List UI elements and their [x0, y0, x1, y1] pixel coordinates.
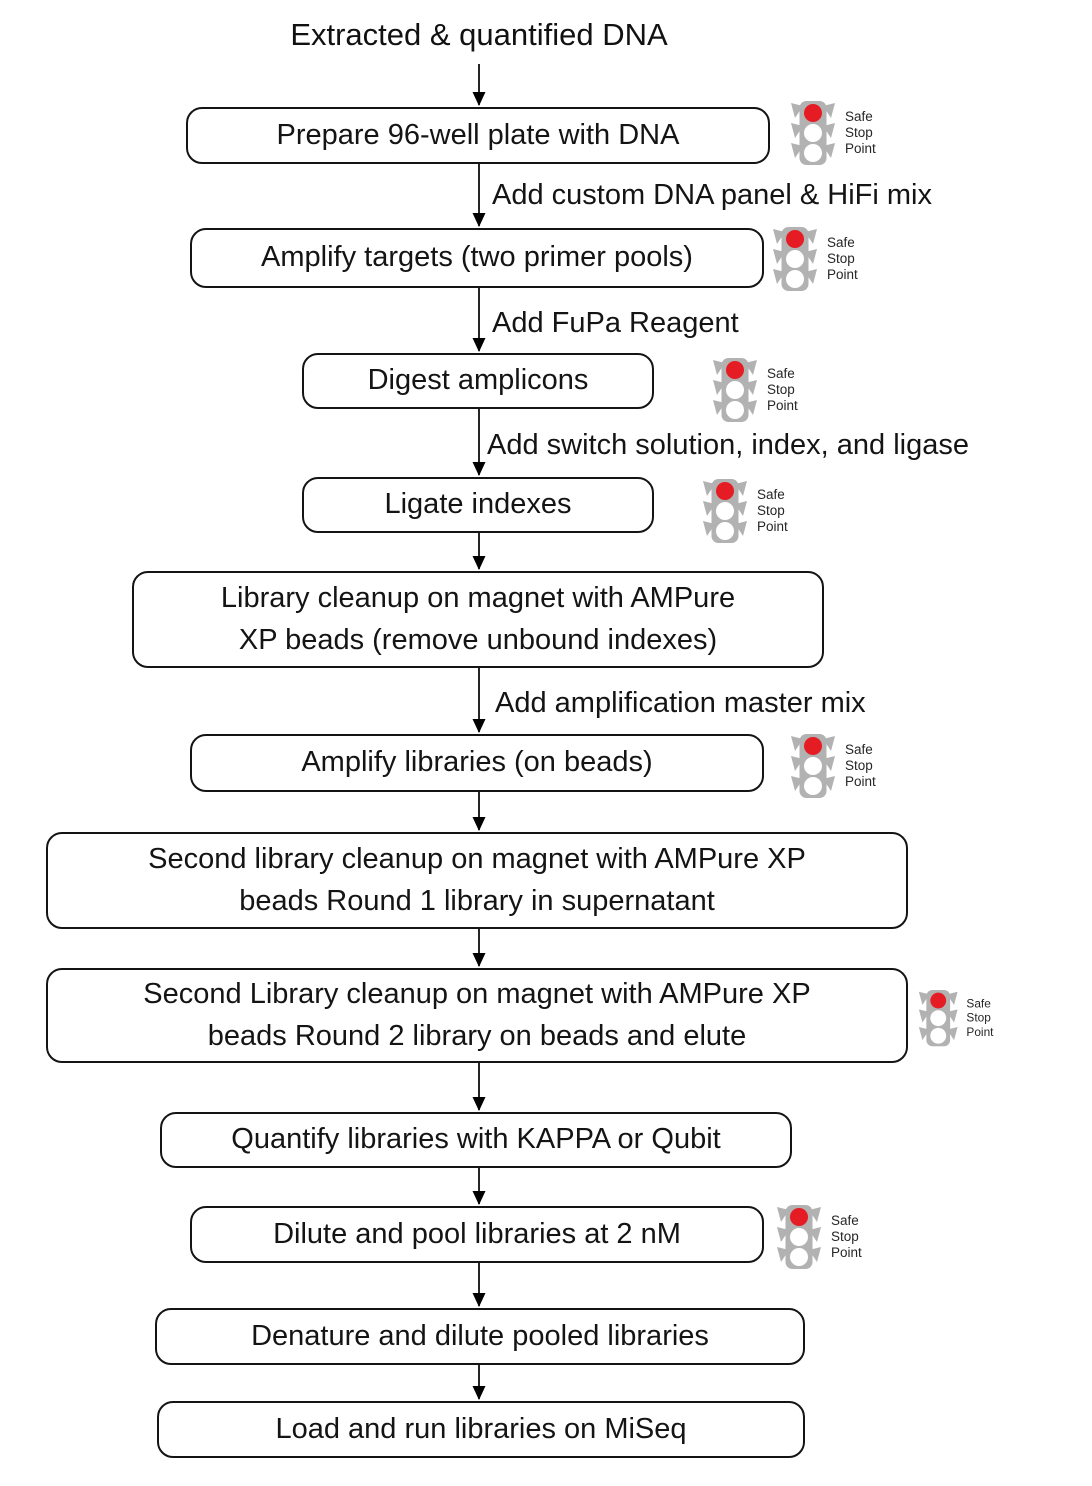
flow-node-label: Quantify libraries with KAPPA or Qubit [231, 1123, 721, 1156]
flow-node-label: Library cleanup on magnet with AMPure XP… [220, 582, 736, 656]
flow-node-label: Second Library cleanup on magnet with AM… [143, 978, 811, 1052]
flow-node-label: Amplify libraries (on beads) [301, 746, 653, 779]
safe-stop-indicator: Safe Stop Point [790, 734, 876, 798]
safe-stop-text: Safe Stop Point [845, 742, 876, 789]
safe-stop-text: Safe Stop Point [767, 366, 798, 413]
flow-node-second-cleanup-round1: Second library cleanup on magnet with AM… [46, 832, 908, 929]
flow-node-label: Second library cleanup on magnet with AM… [148, 843, 806, 917]
safe-stop-indicator: Safe Stop Point [772, 227, 858, 291]
flow-node-quantify-libraries: Quantify libraries with KAPPA or Qubit [160, 1112, 792, 1168]
edge-label-add-fupa-reagent: Add FuPa Reagent [492, 307, 739, 339]
traffic-light-icon [703, 479, 747, 543]
flow-node-load-run-miseq: Load and run libraries on MiSeq [157, 1401, 805, 1458]
safe-stop-text: Safe Stop Point [845, 109, 876, 156]
flow-node-label: Load and run libraries on MiSeq [275, 1412, 687, 1445]
flow-node-amplify-targets: Amplify targets (two primer pools) [190, 228, 764, 288]
flow-node-label: Denature and dilute pooled libraries [251, 1319, 709, 1352]
safe-stop-text: Safe Stop Point [831, 1213, 862, 1260]
safe-stop-indicator: Safe Stop Point [776, 1205, 862, 1269]
flow-node-label: Prepare 96-well plate with DNA [276, 118, 680, 151]
edge-label-add-panel-hifi: Add custom DNA panel & HiFi mix [492, 179, 932, 211]
flow-node-denature-dilute: Denature and dilute pooled libraries [155, 1308, 805, 1365]
safe-stop-indicator: Safe Stop Point [712, 358, 798, 422]
safe-stop-text: Safe Stop Point [827, 235, 858, 282]
traffic-light-icon [773, 227, 817, 291]
flow-node-label: Amplify targets (two primer pools) [261, 241, 693, 274]
flow-node-digest-amplicons: Digest amplicons [302, 353, 654, 409]
traffic-light-icon [777, 1205, 821, 1269]
traffic-light-icon [791, 101, 835, 165]
flow-node-dilute-pool: Dilute and pool libraries at 2 nM [190, 1206, 764, 1263]
flow-node-label: Dilute and pool libraries at 2 nM [273, 1217, 681, 1250]
traffic-light-icon [713, 358, 757, 422]
flow-node-library-cleanup: Library cleanup on magnet with AMPure XP… [132, 571, 824, 668]
flow-node-label: Ligate indexes [384, 488, 572, 521]
flow-node-label: Digest amplicons [367, 364, 589, 397]
flow-node-ligate-indexes: Ligate indexes [302, 477, 654, 533]
safe-stop-indicator: Safe Stop Point [918, 990, 994, 1047]
flow-node-second-cleanup-round2: Second Library cleanup on magnet with AM… [46, 968, 908, 1063]
flow-node-amplify-libraries: Amplify libraries (on beads) [190, 734, 764, 792]
safe-stop-indicator: Safe Stop Point [790, 101, 876, 165]
flow-start-label: Extracted & quantified DNA [290, 17, 668, 52]
edge-label-add-master-mix: Add amplification master mix [495, 687, 866, 719]
safe-stop-indicator: Safe Stop Point [702, 479, 788, 543]
flow-node-prepare-plate: Prepare 96-well plate with DNA [186, 107, 770, 164]
traffic-light-icon [918, 990, 958, 1047]
safe-stop-text: Safe Stop Point [966, 997, 994, 1039]
edge-label-add-switch-index-ligase: Add switch solution, index, and ligase [487, 429, 970, 461]
traffic-light-icon [791, 734, 835, 798]
safe-stop-text: Safe Stop Point [757, 487, 788, 534]
